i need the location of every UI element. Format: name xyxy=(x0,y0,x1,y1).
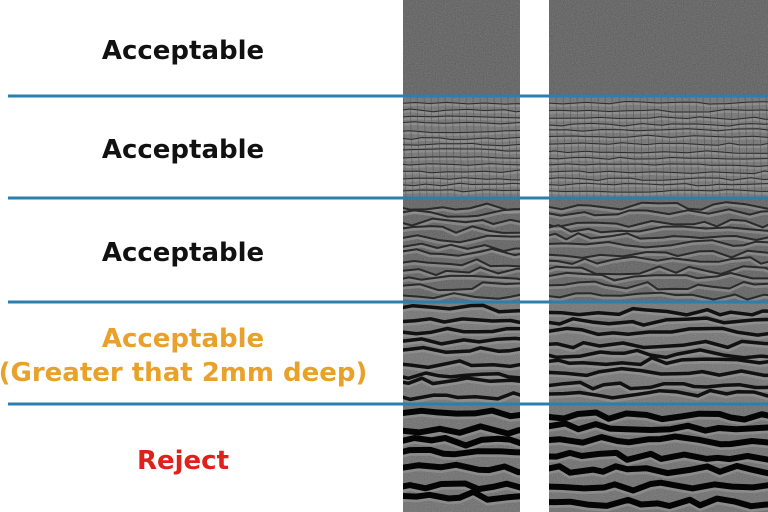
row-1-label: Acceptable xyxy=(102,36,264,66)
row-5-tire-photo-1 xyxy=(403,404,520,512)
row-2-tire-photo-1 xyxy=(403,96,520,198)
row-3-tire-photo-1 xyxy=(403,198,520,302)
row-1-tire-photo-2 xyxy=(549,0,768,96)
row-1-tire-photo-1 xyxy=(403,0,520,96)
row-4-tire-photo-2 xyxy=(549,302,768,404)
row-5-tire-photo-2 xyxy=(549,404,768,512)
row-2-tire-photo-2 xyxy=(549,96,768,198)
row-4-label-line-1: Acceptable xyxy=(102,324,264,354)
row-2-label: Acceptable xyxy=(102,135,264,165)
row-4-tire-photo-1 xyxy=(403,302,520,404)
row-4-label-line-2: (Greater that 2mm deep) xyxy=(0,358,367,388)
row-3-label: Acceptable xyxy=(102,238,264,268)
row-3-tire-photo-2 xyxy=(549,198,768,302)
row-5-label: Reject xyxy=(137,446,229,476)
